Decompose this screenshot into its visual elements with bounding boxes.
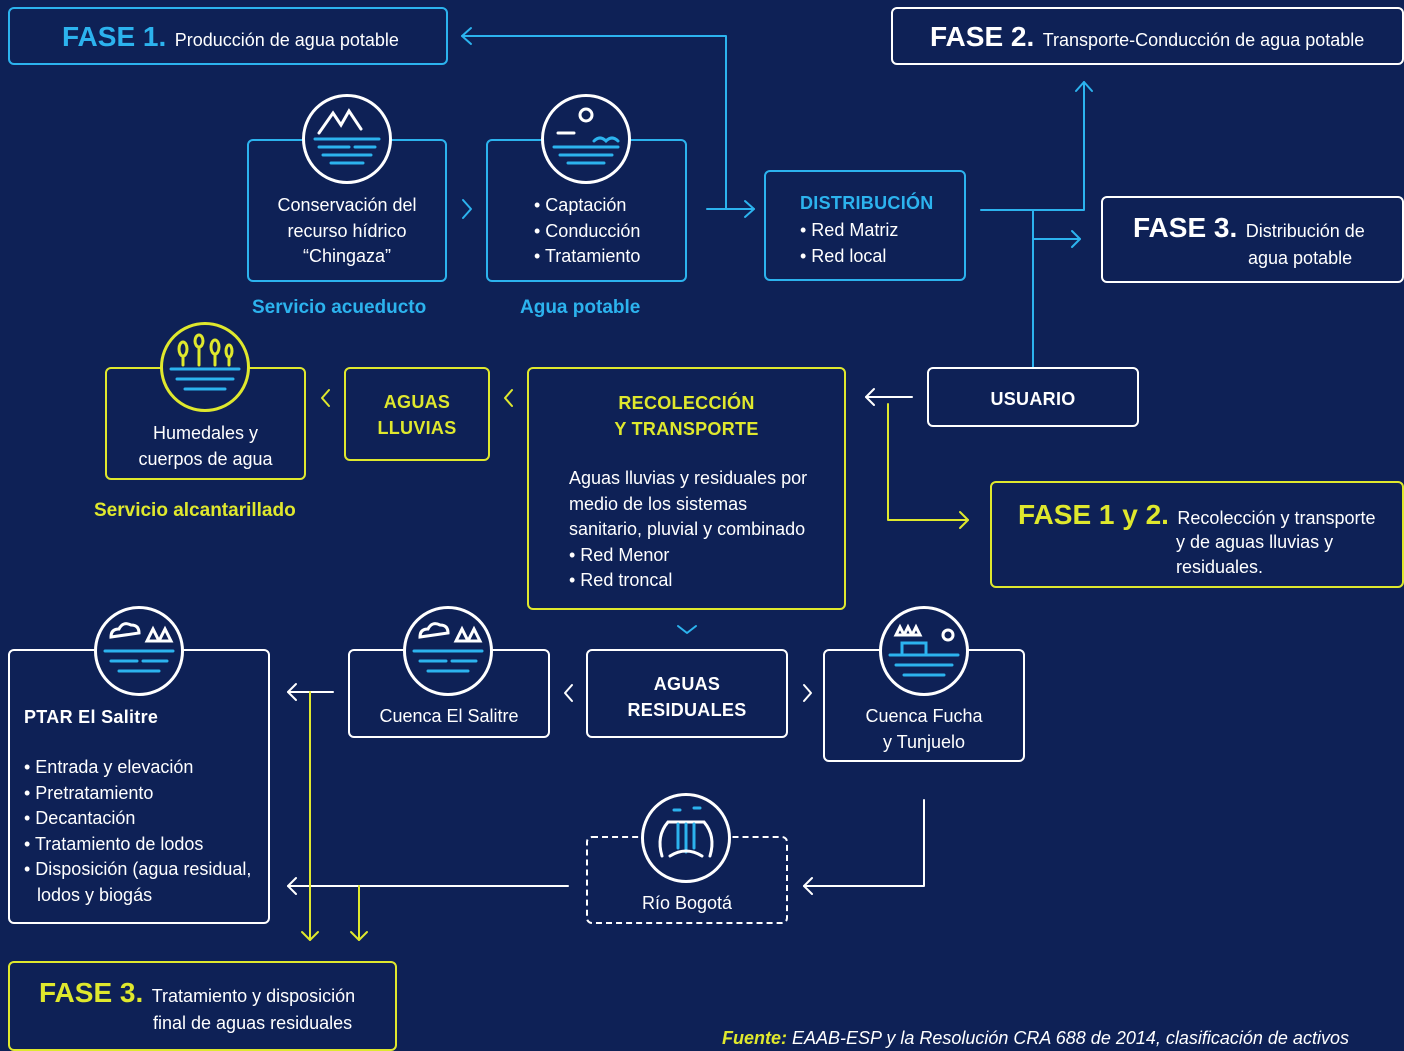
treatment-plant-icon xyxy=(94,606,184,696)
ptar-item: • Tratamiento de lodos xyxy=(24,833,204,854)
aguas-residuales-line1: AGUAS xyxy=(653,674,721,694)
sun-water-icon xyxy=(541,94,631,184)
aguas-residuales-box: AGUAS RESIDUALES xyxy=(586,649,788,738)
line-fucha-bogota xyxy=(803,799,925,887)
fase3-distribution-line1: Distribución de xyxy=(1245,221,1365,241)
fase12-line3: residuales. xyxy=(1176,557,1264,577)
arrow-lluvias-humedales xyxy=(321,389,330,407)
arrow-recoleccion-lluvias xyxy=(504,389,513,407)
fase1-text: Producción de agua potable xyxy=(174,30,399,50)
conservacion-line3: “Chingaza” xyxy=(302,246,392,266)
aguas-residuales-line2: RESIDUALES xyxy=(627,700,747,720)
source-note: Fuente: EAAB-ESP y la Resolución CRA 688… xyxy=(722,1028,1349,1049)
arrow-into-distribucion xyxy=(744,200,755,218)
fase3-distribution-label: FASE 3. xyxy=(1133,212,1238,243)
arrow-conservacion-to-captacion xyxy=(462,199,472,219)
aguas-lluvias-box: AGUAS LLUVIAS xyxy=(344,367,490,461)
waterfall-icon xyxy=(641,793,731,883)
fase12-line1: Recolección y transporte xyxy=(1177,508,1376,528)
distribucion-title: DISTRIBUCIÓN xyxy=(800,193,934,213)
recoleccion-item: • Red Menor xyxy=(569,544,670,565)
cuenca-salitre-text: Cuenca El Salitre xyxy=(379,706,519,726)
humedales-box: Humedales y cuerpos de agua xyxy=(105,367,306,480)
ptar-item: • Entrada y elevación xyxy=(24,757,194,777)
arrow-fase3a xyxy=(1071,230,1081,248)
conservacion-line2: recurso hídrico xyxy=(287,220,407,241)
captacion-item: • Tratamiento xyxy=(534,246,641,266)
cuenca-fucha-line1: Cuenca Fucha xyxy=(865,706,983,726)
distribucion-box: DISTRIBUCIÓN • Red Matriz • Red local xyxy=(764,170,966,281)
recoleccion-item: • Red troncal xyxy=(569,570,673,590)
humedales-line1: Humedales y xyxy=(152,423,259,443)
fase2-box: FASE 2. Transporte-Conducción de agua po… xyxy=(891,7,1404,65)
recoleccion-desc: Aguas lluvias y residuales por xyxy=(569,468,808,488)
usuario-box: USUARIO xyxy=(927,367,1139,427)
caption-servicio-acueducto: Servicio acueducto xyxy=(252,297,427,318)
arrow-into-ptar-top xyxy=(287,683,297,701)
recoleccion-desc: sanitario, pluvial y combinado xyxy=(569,519,806,539)
arrow-fase1 xyxy=(461,27,472,45)
source-label: Fuente: xyxy=(722,1028,787,1048)
wetland-icon xyxy=(160,322,250,412)
fase12-label: FASE 1 y 2. xyxy=(1018,499,1169,530)
conservacion-line1: Conservación del xyxy=(277,195,417,215)
recoleccion-title1: RECOLECCIÓN xyxy=(618,393,755,413)
arrow-into-ptar-bottom xyxy=(287,877,297,895)
conservacion-box: Conservación del recurso hídrico “Chinga… xyxy=(247,139,447,282)
distribucion-item: • Red local xyxy=(800,245,887,266)
fase12-line2: y de aguas lluvias y xyxy=(1176,532,1334,552)
ptar-item: • Disposición (agua residual, xyxy=(24,859,252,879)
aguas-lluvias-line2: LLUVIAS xyxy=(377,418,457,438)
distribucion-item: • Red Matriz xyxy=(800,220,899,240)
fase1-label: FASE 1. xyxy=(62,21,167,52)
caption-agua-potable: Agua potable xyxy=(520,297,641,318)
fase3-tratamiento-line1: Tratamiento y disposición xyxy=(151,986,356,1006)
factory-water-icon xyxy=(879,606,969,696)
fase3-tratamiento-label: FASE 3. xyxy=(39,977,144,1008)
arrow-recoleccion-residuales xyxy=(677,625,697,634)
arrow-fase3b-2 xyxy=(350,931,368,941)
line-to-fase1 xyxy=(461,35,727,210)
ptar-item: • Pretratamiento xyxy=(24,782,154,803)
recoleccion-box: RECOLECCIÓN Y TRANSPORTE Aguas lluvias y… xyxy=(527,367,846,610)
fase3-distribution-box: FASE 3. Distribución de agua potable xyxy=(1101,196,1404,283)
arrow-fase3b-1 xyxy=(301,931,319,941)
recoleccion-title2: Y TRANSPORTE xyxy=(614,419,759,439)
captacion-box: • Captación • Conducción • Tratamiento xyxy=(486,139,687,282)
fase3-tratamiento-box: FASE 3. Tratamiento y disposición final … xyxy=(8,961,397,1051)
arrow-fase2 xyxy=(1075,81,1093,92)
fase1-box: FASE 1. Producción de agua potable xyxy=(8,7,448,65)
line-to-fase2 xyxy=(980,81,1085,211)
line-to-fase12 xyxy=(887,403,969,521)
fase3-tratamiento-line2: final de aguas residuales xyxy=(153,1013,353,1033)
usuario-title: USUARIO xyxy=(990,389,1076,409)
cuenca-fucha-box: Cuenca Fucha y Tunjuelo xyxy=(823,649,1025,762)
recoleccion-desc: medio de los sistemas xyxy=(569,493,748,514)
ptar-title: PTAR El Salitre xyxy=(24,707,159,727)
arrow-residuales-salitre xyxy=(564,684,573,702)
rio-bogota-text: Río Bogotá xyxy=(641,893,733,913)
captacion-item: • Captación xyxy=(534,195,627,215)
fase12-box: FASE 1 y 2. Recolección y transporte y d… xyxy=(990,481,1404,588)
mountain-icon xyxy=(302,94,392,184)
cuenca-fucha-line2: y Tunjuelo xyxy=(882,731,966,752)
ptar-item: • Decantación xyxy=(24,808,136,828)
ptar-item-cont: lodos y biogás xyxy=(37,884,153,905)
humedales-line2: cuerpos de agua xyxy=(138,448,273,469)
ptar-box: PTAR El Salitre • Entrada y elevación • … xyxy=(8,649,270,924)
caption-servicio-alcantarillado: Servicio alcantarillado xyxy=(94,500,296,521)
source-text: EAAB-ESP y la Resolución CRA 688 de 2014… xyxy=(787,1028,1349,1048)
arrow-fase12 xyxy=(959,511,969,529)
arrow-into-recoleccion xyxy=(865,388,875,406)
arrow-into-bogota xyxy=(803,877,813,895)
cloud-trees-water-icon xyxy=(403,606,493,696)
fase3-distribution-line2: agua potable xyxy=(1248,248,1353,268)
fase2-label: FASE 2. xyxy=(930,21,1035,52)
captacion-item: • Conducción xyxy=(534,220,641,241)
arrow-residuales-fucha xyxy=(803,684,812,702)
fase2-text: Transporte-Conducción de agua potable xyxy=(1042,30,1365,50)
aguas-lluvias-line1: AGUAS xyxy=(383,392,451,412)
